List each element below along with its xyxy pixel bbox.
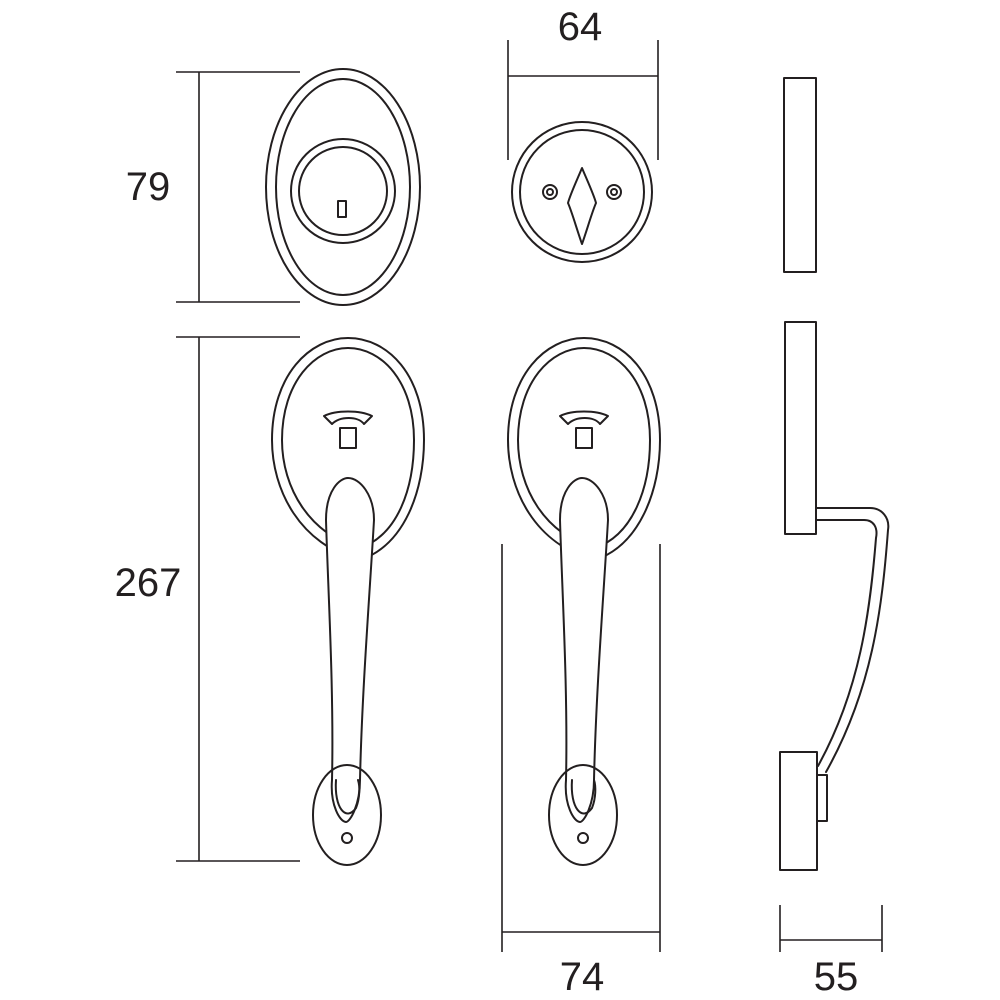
dimension-label-74: 74 [560, 955, 605, 999]
bottom-escutcheon [548, 764, 618, 866]
thumbturn-icon [567, 167, 597, 245]
dimension-deadbolt-height: 79 [126, 71, 300, 303]
dimension-handleset-width: 74 [501, 544, 661, 999]
deadbolt-side-view [783, 77, 817, 273]
dimension-handleset-height: 267 [115, 336, 300, 862]
dimension-deadbolt-width: 64 [507, 5, 659, 160]
thumb-latch-icon [323, 410, 373, 449]
dimension-projection: 55 [779, 905, 883, 999]
dimension-label-55: 55 [814, 955, 859, 999]
keyhole-icon [337, 200, 347, 218]
dimension-label-267: 267 [115, 561, 182, 605]
deadbolt-interior-view [511, 121, 653, 263]
handleset-front-view-right [507, 337, 661, 866]
handle-grip [325, 477, 375, 823]
handleset-front-view-left [271, 337, 425, 866]
handleset-side-view [779, 321, 890, 871]
dimension-label-64: 64 [558, 5, 603, 49]
deadbolt-exterior-view [265, 68, 421, 306]
bottom-escutcheon [312, 764, 382, 866]
dimension-label-79: 79 [126, 165, 171, 209]
thumb-latch-icon [559, 410, 609, 449]
screw-icon [542, 184, 622, 200]
